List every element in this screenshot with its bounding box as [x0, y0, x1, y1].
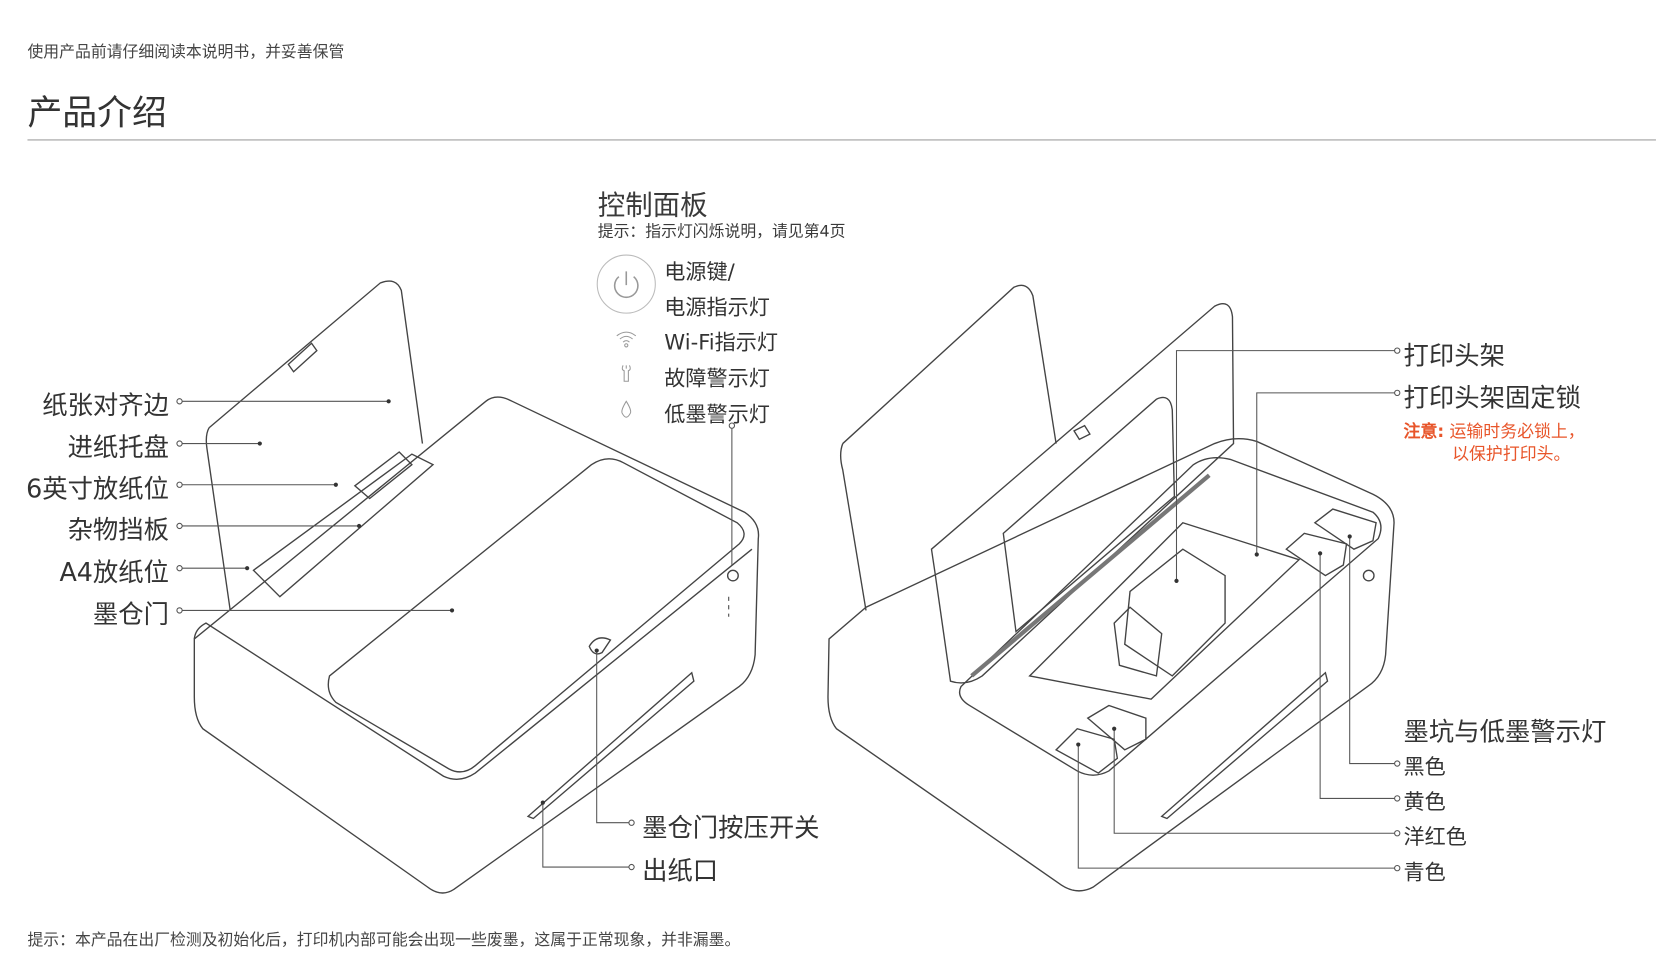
- label-ink-wells: 墨坑与低墨警示灯: [1403, 717, 1607, 747]
- control-panel-title: 控制面板: [597, 190, 708, 222]
- warning-prefix: 注意:: [1403, 421, 1445, 442]
- footer-note: 提示：本产品在出厂检测及初始化后，打印机内部可能会出现一些废墨，这属于正常现象，…: [27, 930, 741, 950]
- power-icon: [596, 254, 656, 314]
- carriage-lock-warning: 注意: 运输时务必锁上，: [1404, 417, 1585, 442]
- label-debris-guard: 杂物挡板: [67, 515, 169, 545]
- ink-drop-icon: [620, 399, 633, 418]
- warning-line-1: 运输时务必锁上，: [1449, 421, 1585, 442]
- power-indicator-label: 电源指示灯: [664, 294, 770, 320]
- label-6inch-paper-slot: 6英寸放纸位: [26, 474, 169, 504]
- title-divider: [27, 139, 1656, 141]
- label-ink-door: 墨仓门: [92, 599, 169, 630]
- label-paper-feed-tray: 进纸托盘: [67, 433, 169, 463]
- label-a4-paper-slot: A4放纸位: [59, 557, 169, 588]
- header-note: 使用产品前请仔细阅读本说明书，并妥善保管: [27, 42, 345, 62]
- warning-line-2: 以保护打印头。: [1452, 443, 1571, 464]
- wifi-indicator-label: Wi-Fi指示灯: [664, 329, 779, 355]
- printer-left-illustration: [193, 280, 760, 894]
- label-ink-magenta: 洋红色: [1403, 823, 1467, 850]
- label-ink-black: 黑色: [1403, 754, 1446, 780]
- page-title: 产品介绍: [27, 91, 167, 134]
- label-ink-cyan: 青色: [1403, 859, 1446, 886]
- label-ink-yellow: 黄色: [1403, 788, 1446, 815]
- label-carriage-lock: 打印头架固定锁: [1403, 383, 1581, 413]
- callout-lines: [179, 350, 1398, 869]
- label-paper-alignment-edge: 纸张对齐边: [42, 390, 169, 421]
- control-panel-hint: 提示：指示灯闪烁说明，请见第4页: [597, 221, 846, 241]
- label-ink-door-switch: 墨仓门按压开关: [642, 813, 820, 843]
- printer-right-illustration: [827, 284, 1395, 892]
- power-key-label: 电源键/: [664, 258, 735, 285]
- low-ink-indicator-label: 低墨警示灯: [664, 401, 770, 427]
- label-print-carriage: 打印头架: [1403, 341, 1505, 371]
- label-paper-output: 出纸口: [642, 856, 719, 887]
- fault-indicator-label: 故障警示灯: [664, 365, 770, 391]
- wifi-icon: [615, 330, 638, 349]
- wrench-icon: [619, 363, 634, 384]
